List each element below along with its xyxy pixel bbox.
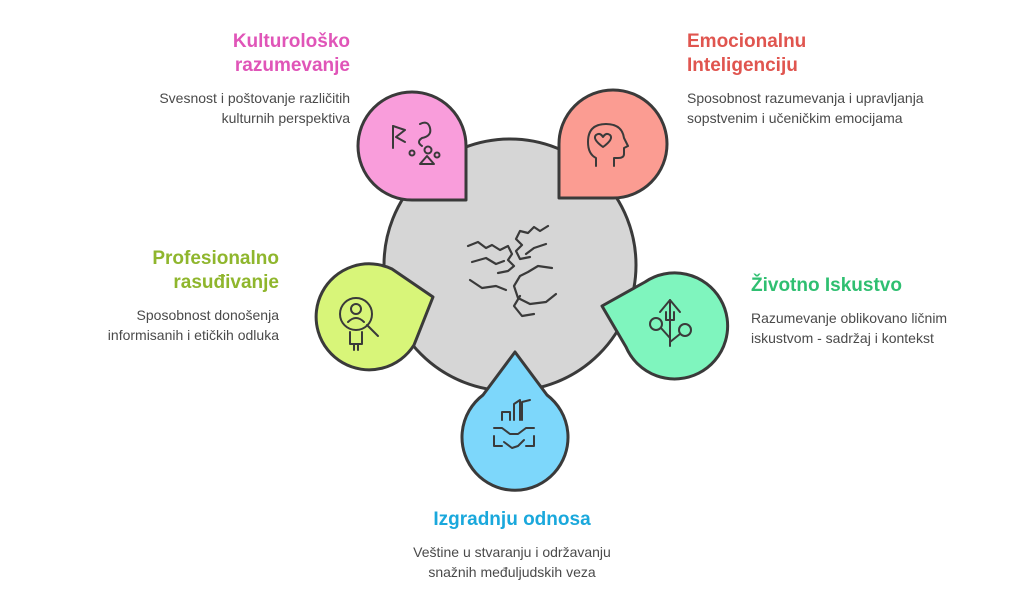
petal-emocionalnu: [557, 88, 669, 200]
petal-zivotno: [600, 271, 730, 381]
block-zivotno: Životno Iskustvo Razumevanje oblikovano …: [751, 274, 947, 348]
block-profesionalno: Profesionalno rasuđivanje Sposobnost don…: [108, 247, 279, 345]
kulturolosko-desc: Svesnost i poštovanje različitih kulturn…: [159, 90, 350, 126]
fist-bump-icon: [466, 224, 558, 318]
handshake-buildings-icon: [493, 399, 535, 449]
petal-kulturolosko: [356, 90, 468, 202]
block-emocionalnu: Emocionalnu Inteligenciju Sposobnost raz…: [687, 30, 924, 128]
petal-izgradnju: [460, 350, 570, 492]
kulturolosko-title: Kulturološko razumevanje: [232, 31, 350, 76]
zivotno-desc: Razumevanje oblikovano ličnim iskustvom …: [751, 310, 948, 346]
profesionalno-desc: Sposobnost donošenja informisanih i etič…: [107, 307, 279, 343]
emocionalnu-title: Emocionalnu Inteligenciju: [687, 31, 807, 76]
izgradnju-desc: Veštine u stvaranju i održavanju snažnih…: [413, 544, 611, 580]
person-magnifier-icon: [339, 297, 379, 351]
head-heart-icon: [587, 123, 629, 167]
profesionalno-title: Profesionalno rasuđivanje: [152, 248, 279, 293]
zivotno-title: Životno Iskustvo: [751, 275, 902, 296]
petal-profesionalno: [314, 262, 435, 372]
emocionalnu-desc: Sposobnost razumevanja i upravljanja sop…: [687, 90, 924, 126]
cultural-diversity-icon: [392, 121, 441, 165]
izgradnju-title: Izgradnju odnosa: [433, 509, 591, 530]
block-izgradnju: Izgradnju odnosa Veštine u stvaranju i o…: [362, 508, 662, 582]
block-kulturolosko: Kulturološko razumevanje Svesnost i pošt…: [159, 30, 350, 128]
growth-plant-icon: [649, 299, 692, 347]
